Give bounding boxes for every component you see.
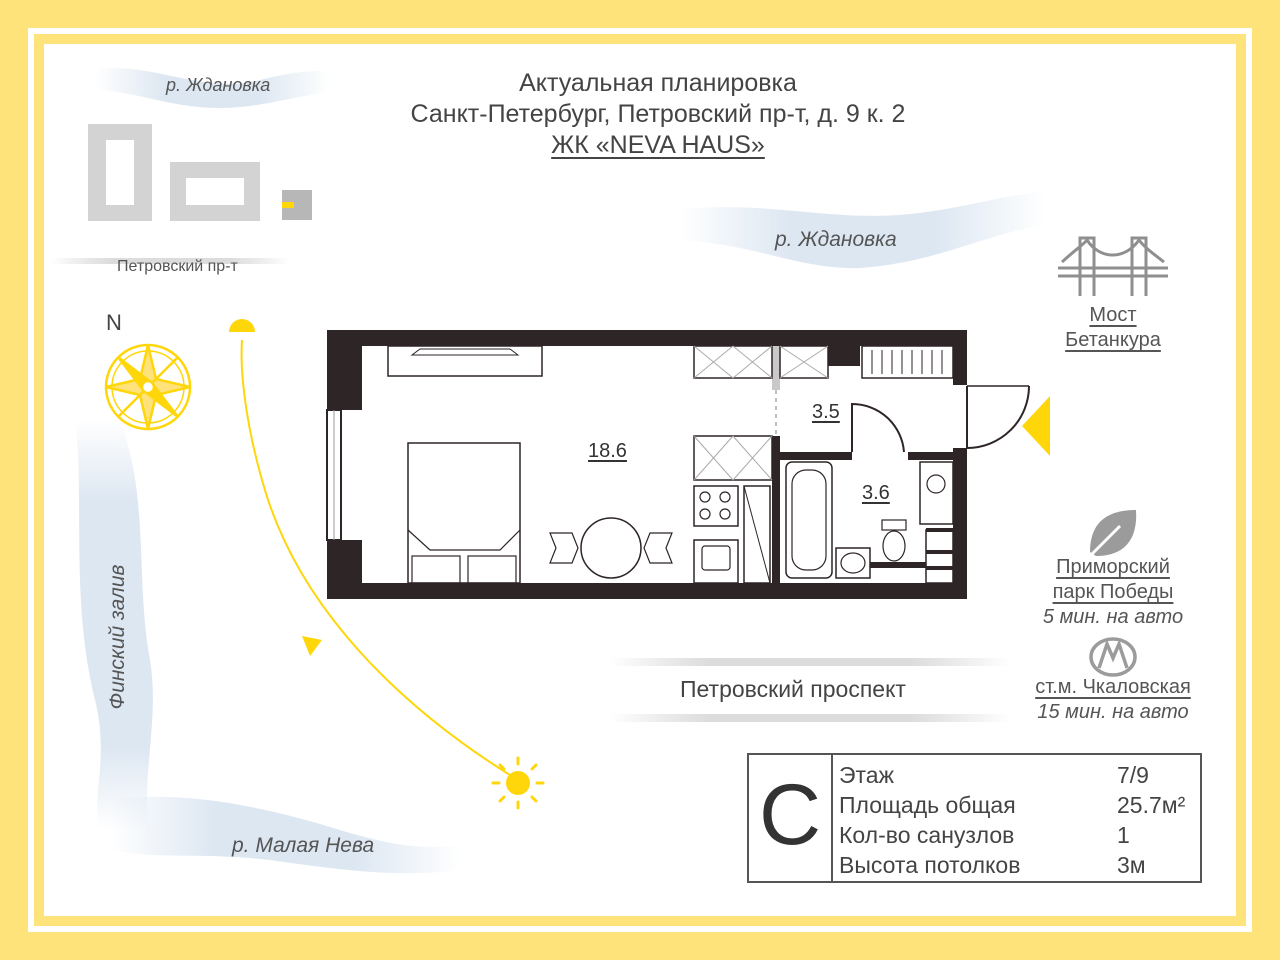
minimap-buildings (88, 124, 312, 221)
poi-metro: ст.м. Чкаловская 15 мин. на авто (1010, 675, 1216, 725)
park-time: 5 мин. на авто (1042, 606, 1184, 628)
minimap-street-label: Петровский пр-т (117, 258, 238, 275)
sun-path-arrow-icon (302, 636, 322, 656)
complex-name: ЖК «NEVA HAUS» (551, 131, 765, 159)
hall-area: 3.5 (812, 401, 840, 423)
minimap-river-label: р. Ждановка (166, 75, 271, 95)
metro-icon (1089, 637, 1137, 677)
minimap-street-line (50, 258, 290, 264)
poi-bridge: Мост Бетанкура (1040, 303, 1186, 353)
bathroom-area: 3.6 (862, 482, 890, 504)
bridge-line1: Мост (1089, 304, 1137, 326)
header-complex: ЖК «NEVA HAUS» (300, 130, 1016, 160)
street-band (610, 658, 1010, 722)
info-label-floor: Этаж (839, 762, 894, 788)
info-label-area: Площадь общая (839, 792, 1016, 818)
metro-time: 15 мин. на авто (1037, 701, 1189, 723)
river-zhdanovka-minimap (95, 68, 330, 108)
park-line1: Приморский (1056, 556, 1170, 578)
river-malaya-neva (110, 796, 460, 874)
header-title: Актуальная планировка (519, 69, 797, 97)
apartment-type-letter: С (758, 767, 822, 863)
metro-name: ст.м. Чкаловская (1035, 676, 1191, 698)
apartment-info-table: С Этаж 7/9 Площадь общая 25.7м² Кол-во с… (747, 753, 1202, 883)
river-zhdanovka-main (680, 192, 1045, 269)
river-top-label: р. Ждановка (775, 228, 897, 251)
sunset-icon (229, 319, 255, 332)
info-separator (831, 755, 833, 881)
info-value-ceiling: 3м (1117, 852, 1146, 878)
info-value-bathrooms: 1 (1117, 822, 1130, 848)
sun-path (229, 319, 545, 810)
inner-frame (34, 34, 1246, 926)
main-room-area: 18.6 (588, 440, 627, 462)
info-value-area: 25.7м² (1117, 792, 1186, 818)
bridge-line2: Бетанкура (1065, 329, 1161, 351)
river-bottom-label: р. Малая Нева (232, 834, 375, 857)
info-value-floor: 7/9 (1117, 762, 1149, 788)
info-label-bathrooms: Кол-во санузлов (839, 822, 1015, 848)
park-line2: парк Победы (1052, 581, 1174, 603)
compass-north-label: N (106, 310, 122, 335)
gulf-label: Финский залив (106, 564, 129, 710)
street-label: Петровский проспект (680, 676, 906, 702)
header-address: Санкт-Петербург, Петровский пр-т, д. 9 к… (410, 100, 906, 128)
leaf-icon (1088, 510, 1137, 558)
gulf-of-finland (75, 420, 153, 830)
floor-plan (326, 330, 1030, 599)
info-label-ceiling: Высота потолков (839, 852, 1021, 878)
sun-icon (491, 756, 545, 810)
bridge-icon (1058, 236, 1168, 296)
entrance-marker-icon (1022, 396, 1050, 456)
poi-park: Приморский парк Победы 5 мин. на авто (1020, 555, 1206, 630)
compass-rose-icon (104, 343, 192, 431)
